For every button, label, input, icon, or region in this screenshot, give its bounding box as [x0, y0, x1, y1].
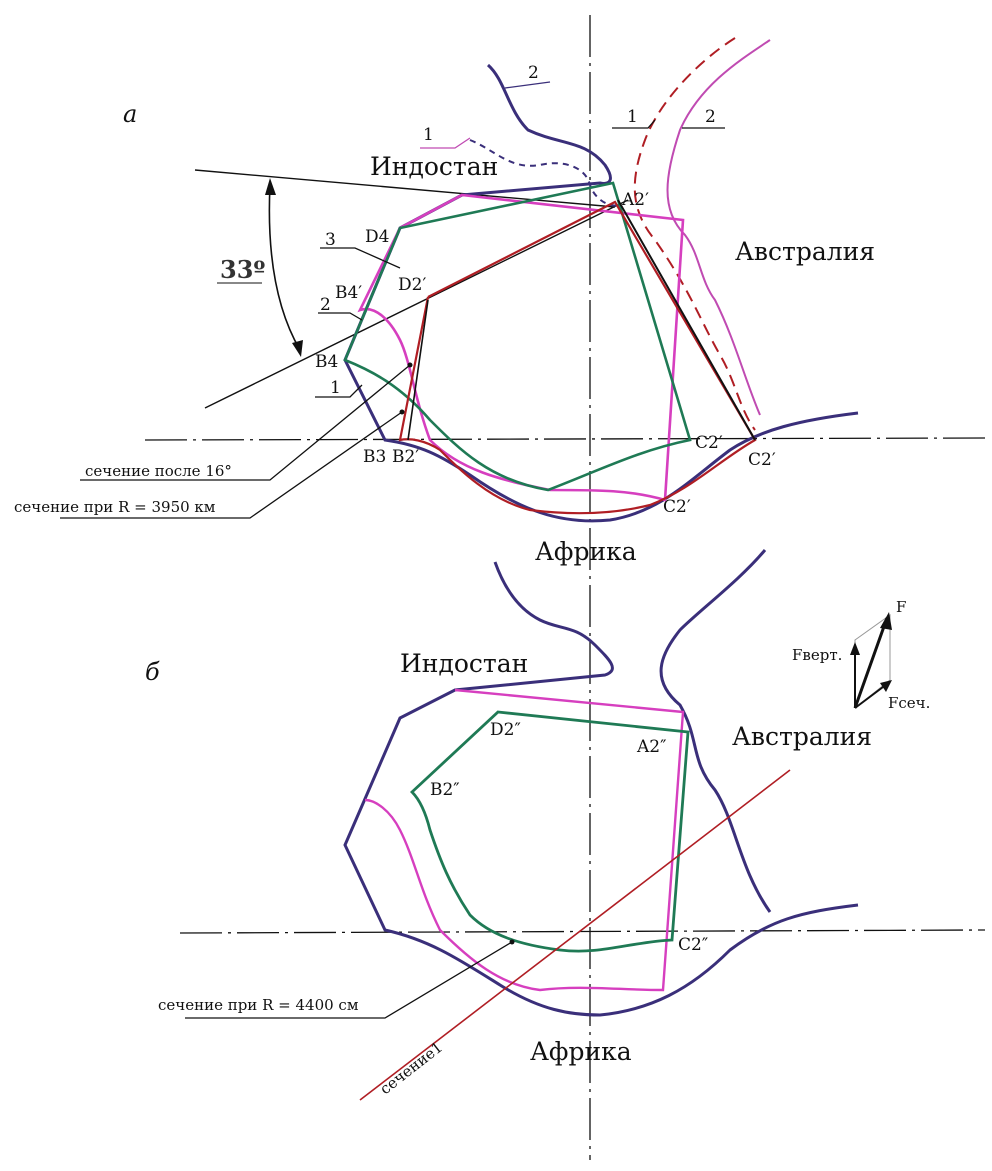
- callout-after-text: сечение после 16°: [85, 462, 232, 480]
- angle-arc: [268, 184, 301, 351]
- section-label-b: сечение1: [376, 1038, 446, 1098]
- callout-R-text-a: сечение при R = 3950 км: [14, 498, 216, 516]
- tag-2-right: 2: [705, 107, 716, 127]
- point-b2-a: B2′: [392, 447, 419, 467]
- force-sec-arrow: [854, 683, 888, 709]
- tag-1-left: 1: [423, 125, 434, 145]
- tag-leader-1-right: [612, 119, 656, 129]
- black-edge-a2-c2: [617, 199, 756, 441]
- point-d4: D4: [365, 227, 389, 247]
- region-indostan-a: Индостан: [370, 152, 498, 181]
- region-australia-a: Австралия: [735, 237, 875, 266]
- axis-horizontal-b: [179, 929, 986, 934]
- angle-line-upper: [194, 169, 616, 208]
- panel-b-letter: б: [145, 658, 160, 686]
- point-d2-a: D2′: [398, 275, 426, 295]
- australia-outline-a: [666, 39, 771, 416]
- region-australia-b: Австралия: [732, 722, 872, 751]
- callout-R-text-b: сечение при R = 4400 см: [158, 996, 359, 1014]
- region-africa-a: Африка: [535, 537, 637, 566]
- callout-line-after: [80, 364, 411, 481]
- tag-2-left: 2: [320, 295, 331, 315]
- angle-line-lower: [204, 199, 629, 409]
- black-edge-b2: [407, 299, 429, 441]
- section-line-b: [359, 769, 791, 1101]
- point-c2-right: C2′: [748, 450, 776, 470]
- force-f-arrow: [853, 617, 889, 709]
- point-b4: B4: [315, 352, 338, 372]
- tag-leader-2-top: [504, 81, 551, 89]
- magenta-block-b: [364, 688, 685, 992]
- callout-dot-b: [509, 939, 515, 945]
- panel-a-letter: а: [123, 100, 137, 128]
- point-a2-b: A2″: [636, 737, 666, 757]
- green-block-b: [409, 710, 690, 953]
- force-vert-label: Fверт.: [792, 646, 842, 664]
- axis-horizontal-a: [144, 437, 986, 441]
- panel-a: [60, 15, 986, 1160]
- tag-2-top: 2: [528, 63, 539, 83]
- tag-3-left: 3: [325, 230, 336, 250]
- force-sec-label: Fсеч.: [888, 694, 930, 712]
- point-c2-bottom: C2′: [663, 497, 691, 517]
- magenta-block-a: [357, 193, 685, 502]
- tag-leader-1-left: [420, 137, 471, 149]
- australia-outline-b: [659, 549, 772, 913]
- point-a2-a: A2′: [621, 190, 649, 210]
- point-b4p: B4′: [335, 283, 362, 303]
- angle-arrow-top: [265, 178, 276, 195]
- force-sec-head: [880, 680, 892, 692]
- callout-dot-R: [399, 409, 405, 415]
- angle-arrow-bottom: [292, 340, 303, 357]
- tag-leader-2-left: [318, 312, 363, 321]
- tag-leader-3-left: [320, 247, 401, 269]
- angle-label: 33º: [220, 255, 265, 284]
- force-diagram: [850, 612, 892, 709]
- panel-b: [179, 549, 986, 1101]
- tag-1-lower: 1: [330, 378, 341, 398]
- red-block-a: [398, 200, 757, 515]
- point-b2-b: B2″: [430, 780, 460, 800]
- force-f-head: [880, 612, 892, 630]
- point-c2-inner: C2′: [695, 433, 723, 453]
- callout-dot-after: [407, 362, 413, 368]
- green-block-a: [343, 181, 692, 492]
- region-africa-b: Африка: [530, 1037, 632, 1066]
- force-vert-head: [850, 642, 860, 655]
- australia-dashed-a: [633, 37, 756, 431]
- tag-leader-1-lower: [315, 384, 363, 398]
- indostan-dashed-a: [469, 139, 621, 207]
- force-f-label: F: [896, 598, 906, 616]
- tag-1-right: 1: [627, 107, 638, 127]
- callout-line-b: [185, 941, 513, 1019]
- point-d2-b: D2″: [490, 720, 521, 740]
- region-indostan-b: Индостан: [400, 649, 528, 678]
- callout-line-R: [60, 411, 403, 519]
- point-b3: B3: [363, 447, 386, 467]
- continent-outline-b: [343, 561, 859, 1017]
- point-c2-b: C2″: [678, 935, 708, 955]
